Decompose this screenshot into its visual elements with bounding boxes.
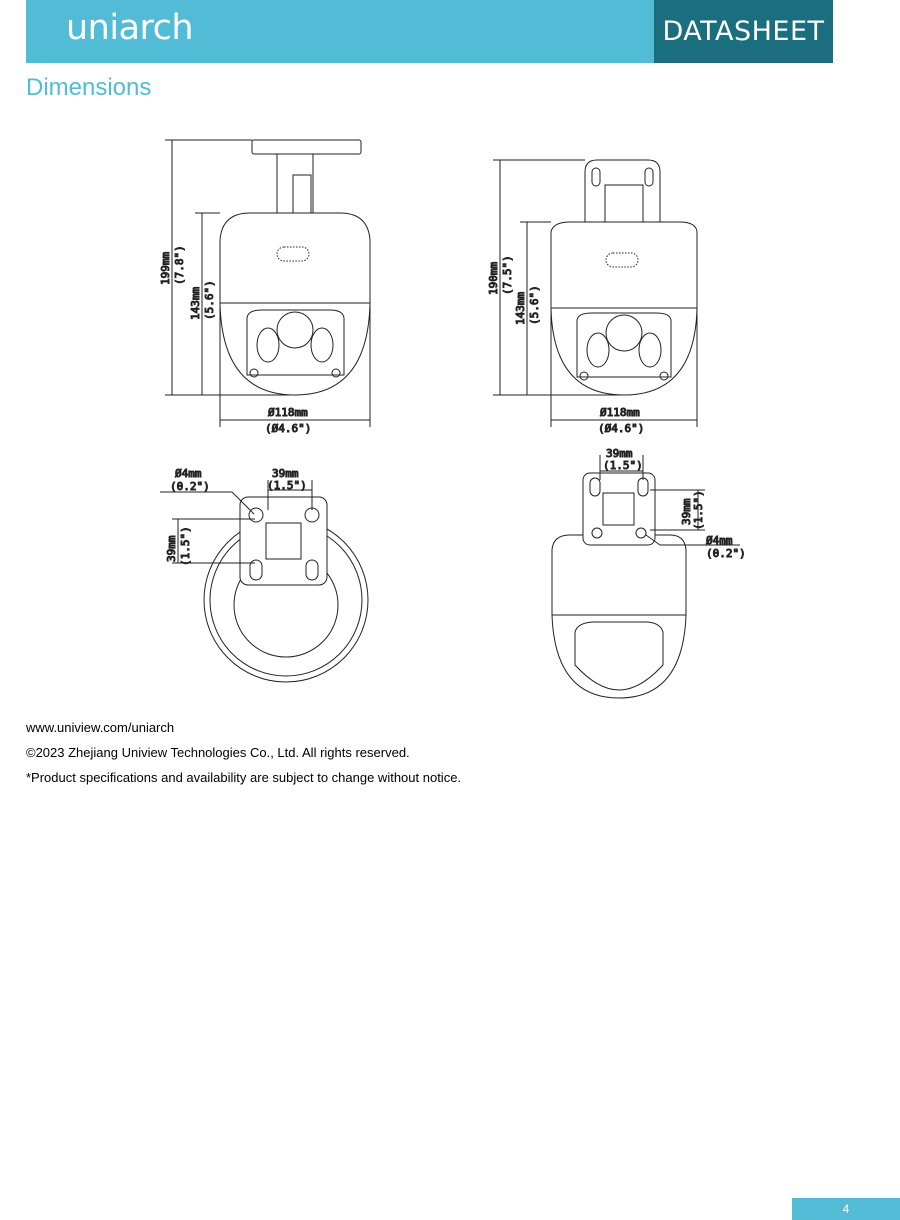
rear-hole: Ø4mm: [706, 534, 733, 547]
front-height-body-in: (5.6"): [203, 280, 216, 320]
front-height-total-in: (7.8"): [173, 245, 186, 285]
side-height-body-in: (5.6"): [528, 285, 541, 325]
bottom-spacing-h-in: (1.5"): [267, 479, 307, 492]
side-height-body: 143mm: [514, 292, 527, 325]
uniarch-logo: uniarch: [66, 8, 194, 48]
rear-hole-in: (0.2"): [706, 547, 746, 560]
rear-spacing-v-in: (1.5"): [692, 490, 705, 530]
front-diameter-in: (Ø4.6"): [265, 422, 311, 435]
side-view-drawing: [493, 159, 698, 427]
bottom-spacing-v-in: (1.5"): [179, 526, 192, 566]
bottom-hole: Ø4mm: [175, 467, 202, 480]
front-diameter: Ø118mm: [268, 406, 308, 419]
rear-view-drawing: [551, 455, 740, 699]
front-height-total: 199mm: [159, 252, 172, 285]
dimension-drawings: 199mm (7.8") 143mm (5.6") Ø118mm (Ø4.6")…: [159, 139, 746, 699]
datasheet-label: DATASHEET: [654, 0, 833, 63]
bottom-view-drawing: [160, 480, 369, 683]
side-diameter-in: (Ø4.6"): [598, 422, 644, 435]
page-number: 4: [792, 1198, 900, 1220]
side-height-total: 190mm: [487, 262, 500, 295]
website-link[interactable]: www.uniview.com/uniarch: [26, 720, 175, 735]
section-title: Dimensions: [26, 74, 152, 101]
bottom-spacing-h: 39mm: [272, 467, 299, 480]
copyright-text: ©2023 Zhejiang Uniview Technologies Co.,…: [26, 745, 410, 760]
side-diameter: Ø118mm: [600, 406, 640, 419]
rear-spacing-h: 39mm: [606, 447, 633, 460]
bottom-hole-in: (0.2"): [170, 480, 210, 493]
notice-text: *Product specifications and availability…: [26, 770, 462, 785]
bottom-spacing-v: 39mm: [165, 535, 178, 562]
header-bar: uniarch: [26, 0, 654, 63]
front-view-drawing: [165, 139, 371, 427]
rear-spacing-v: 39mm: [680, 498, 693, 525]
rear-spacing-h-in: (1.5"): [603, 459, 643, 472]
front-height-body: 143mm: [189, 287, 202, 320]
side-height-total-in: (7.5"): [501, 255, 514, 295]
